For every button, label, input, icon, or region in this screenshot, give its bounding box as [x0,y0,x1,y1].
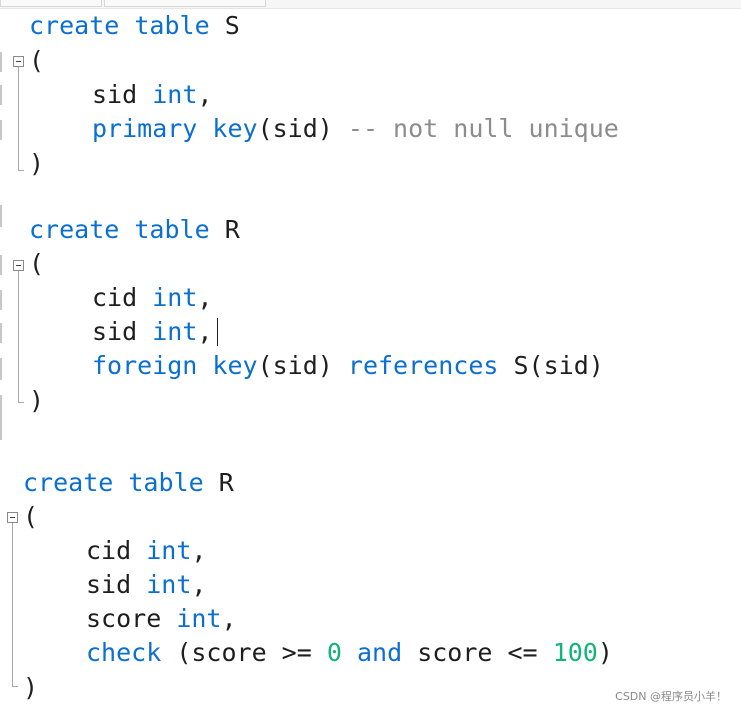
keyword: references [347,351,499,380]
fold-toggle-icon[interactable] [13,56,24,67]
keyword: create [29,11,120,40]
code-line[interactable]: ) [29,384,44,418]
watermark: CSDN @程序员小羊！ [615,690,727,703]
number-literal: 0 [326,638,342,667]
gutter-marker [0,85,2,105]
keyword: and [356,638,403,667]
close-paren: ) [29,386,45,415]
check-expr: (score >= [176,638,312,667]
fold-guide-end [18,402,24,403]
fold-guide-end [12,686,18,687]
open-paren: ( [29,46,45,75]
text-caret [217,318,218,346]
code-line[interactable]: cid int, [86,534,206,568]
punctuation: , [197,80,213,109]
gutter-marker [0,205,2,227]
code-line[interactable]: ) [29,147,44,181]
code-line[interactable]: foreign key(sid) references S(sid) [92,349,604,383]
editor-tab-strip [0,0,741,9]
code-line[interactable]: create table R [23,466,234,500]
column-name: sid [86,570,132,599]
gutter-marker [0,395,2,440]
code-line[interactable]: sid int, [92,78,212,112]
keyword: table [128,468,204,497]
column-type: int [152,283,198,312]
column-type: int [146,536,192,565]
gutter-marker [0,358,2,380]
keyword: check [86,638,162,667]
open-paren: ( [23,502,39,531]
gutter-marker [0,255,2,275]
code-line[interactable]: create table R [29,213,240,247]
gutter-marker [0,120,2,140]
column-name: sid [92,80,138,109]
number-literal: 100 [552,638,598,667]
open-paren: ( [29,249,45,278]
fold-guide [12,523,13,686]
fold-toggle-icon[interactable] [13,260,24,271]
code-line[interactable]: sid int, [92,315,212,349]
fold-guide [18,67,19,170]
punctuation: , [191,570,207,599]
editor-tab[interactable] [0,0,102,7]
code-line[interactable]: score int, [86,602,237,636]
column-type: int [152,80,198,109]
keyword: foreign [92,351,198,380]
punctuation: , [197,317,213,346]
check-expr: score <= [417,638,538,667]
keyword: table [134,215,210,244]
keyword: create [23,468,114,497]
table-name: R [224,215,240,244]
punctuation: , [197,283,213,312]
keyword: create [29,215,120,244]
keyword: primary [92,114,198,143]
key-args: (sid) [257,351,333,380]
column-name: sid [92,317,138,346]
column-type: int [152,317,198,346]
column-type: int [176,604,222,633]
keyword: key [212,351,258,380]
table-name: S [224,11,240,40]
fold-guide-end [18,170,24,171]
punctuation: , [221,604,237,633]
close-paren: ) [29,149,45,178]
column-name: cid [86,536,132,565]
code-line[interactable]: primary key(sid) -- not null unique [92,112,619,146]
reference-target: S(sid) [513,351,604,380]
code-line[interactable]: sid int, [86,568,206,602]
code-line[interactable]: ) [23,671,38,705]
code-line[interactable]: ( [29,44,44,78]
code-line[interactable]: cid int, [92,281,212,315]
punctuation: , [191,536,207,565]
keyword: key [212,114,258,143]
code-line[interactable]: create table S [29,9,240,43]
key-args: (sid) [257,114,333,143]
code-line[interactable]: ( [29,247,44,281]
code-line[interactable]: check (score >= 0 and score <= 100) [86,636,613,670]
column-name: score [86,604,162,633]
keyword: table [134,11,210,40]
check-expr: ) [597,638,613,667]
close-paren: ) [23,673,39,702]
column-name: cid [92,283,138,312]
gutter-marker [0,52,2,72]
gutter-marker [0,323,2,343]
fold-toggle-icon[interactable] [7,512,18,523]
gutter-marker [0,290,2,310]
editor-tab[interactable] [104,0,266,7]
fold-guide [18,271,19,402]
code-line[interactable]: ( [23,500,38,534]
comment: -- not null unique [347,114,619,143]
table-name: R [218,468,234,497]
column-type: int [146,570,192,599]
